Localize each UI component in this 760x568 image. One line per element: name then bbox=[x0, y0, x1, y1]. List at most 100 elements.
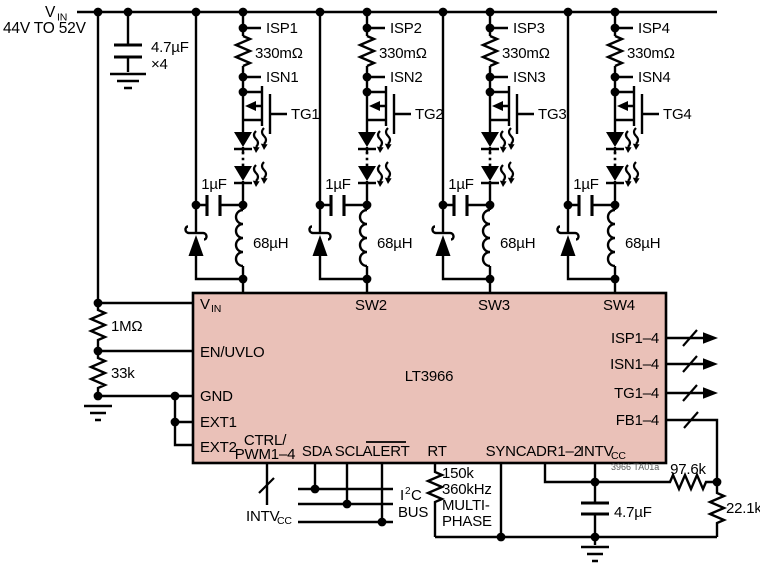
bus-slash bbox=[258, 477, 275, 494]
divider-wire bbox=[87, 12, 109, 396]
led-light-rays bbox=[624, 127, 640, 153]
sense-resistor-value: 330mΩ bbox=[502, 45, 550, 62]
sense-resistor bbox=[232, 34, 254, 68]
isp-bus-arrow bbox=[703, 332, 718, 344]
led bbox=[234, 166, 252, 181]
sense-resistor-value: 330mΩ bbox=[255, 45, 303, 62]
rt-freq: 360kHz bbox=[442, 481, 492, 498]
light-ray bbox=[260, 161, 268, 179]
pin-intvcc-sub: CC bbox=[611, 450, 626, 462]
pin-pwm: PWM1–4 bbox=[235, 446, 296, 463]
light-ray bbox=[252, 130, 260, 148]
sense-resistor bbox=[604, 34, 626, 68]
tg-bus-arrow bbox=[703, 387, 718, 399]
fb-r2-value: 22.1k bbox=[726, 500, 760, 517]
light-ray bbox=[507, 127, 515, 145]
led-light-rays bbox=[624, 161, 640, 187]
light-ray-arrow bbox=[376, 180, 384, 187]
sense-resistor bbox=[356, 34, 378, 68]
schottky-diode bbox=[188, 235, 204, 256]
schottky-diode bbox=[560, 235, 576, 256]
pin-ctrl: CTRL/ bbox=[244, 432, 287, 449]
light-ray-arrow bbox=[376, 146, 384, 153]
pin-en-uvlo: EN/UVLO bbox=[200, 344, 264, 361]
led bbox=[358, 166, 376, 181]
light-ray bbox=[507, 161, 515, 179]
tg-net-label: TG4 bbox=[663, 106, 692, 123]
right-bus-outputs bbox=[666, 329, 719, 482]
inductor-value: 68µH bbox=[253, 235, 288, 252]
light-ray-arrow bbox=[252, 180, 260, 187]
led-light-rays bbox=[376, 127, 392, 153]
pwm-net-label: INTV bbox=[246, 508, 280, 525]
sw-pin-label: SW4 bbox=[603, 297, 635, 314]
light-ray bbox=[632, 161, 640, 179]
led bbox=[606, 132, 624, 147]
fb-bus-wire bbox=[666, 418, 719, 482]
schottky-curls bbox=[184, 225, 208, 241]
input-capacitor bbox=[114, 43, 142, 59]
bus-slash bbox=[682, 355, 698, 373]
junction-dot bbox=[377, 517, 387, 527]
sw-pin-label: SW2 bbox=[355, 297, 387, 314]
inductor-value: 68µH bbox=[500, 235, 535, 252]
light-ray bbox=[384, 161, 392, 179]
sense-resistor bbox=[479, 34, 501, 68]
pin-sync: SYNC bbox=[486, 443, 527, 460]
light-ray bbox=[252, 164, 260, 182]
light-ray-arrow bbox=[260, 177, 268, 184]
led bbox=[234, 132, 252, 147]
light-ray bbox=[376, 164, 384, 182]
pin-adr: ADR1–2 bbox=[526, 443, 582, 460]
input-supply: V IN 44V TO 52V 4.7µF ×4 bbox=[3, 4, 717, 90]
input-cap-qty: ×4 bbox=[151, 56, 168, 73]
intvcc-capacitor bbox=[581, 501, 609, 516]
sw-node-dot bbox=[238, 274, 248, 284]
mosfet-body-arrow bbox=[369, 101, 380, 111]
diode-branch-wire-bottom bbox=[318, 256, 367, 281]
junction-dot bbox=[93, 391, 103, 401]
pin-ext2: EXT2 bbox=[200, 439, 237, 456]
tg-net-label: TG3 bbox=[538, 106, 567, 123]
light-ray-arrow bbox=[632, 143, 640, 150]
led-light-rays bbox=[376, 161, 392, 187]
sense-resistor-value: 330mΩ bbox=[627, 45, 675, 62]
inductor bbox=[606, 208, 616, 268]
junction-dot bbox=[362, 200, 372, 210]
sw-node-dot bbox=[485, 274, 495, 284]
pin-wires bbox=[98, 301, 193, 398]
pin-alert: ALERT bbox=[362, 443, 409, 460]
output-capacitor bbox=[329, 195, 346, 216]
sw-pin-label: SW3 bbox=[478, 297, 510, 314]
isp-net-label: ISP3 bbox=[513, 20, 545, 37]
isn-net-label: ISN1 bbox=[266, 69, 299, 86]
junction-dot bbox=[485, 200, 495, 210]
light-ray bbox=[632, 127, 640, 145]
pin-tg-bus: TG1–4 bbox=[614, 385, 659, 402]
sense-resistor-value: 330mΩ bbox=[379, 45, 427, 62]
light-ray bbox=[376, 130, 384, 148]
divider-r2-value: 33k bbox=[111, 365, 135, 382]
sw-node-dot bbox=[362, 274, 372, 284]
i2c-label-c: C bbox=[411, 487, 422, 504]
pin-intvcc: INTV bbox=[580, 443, 614, 460]
light-ray-arrow bbox=[507, 177, 515, 184]
i2c-label-i: I bbox=[400, 487, 404, 504]
junction-dot bbox=[342, 499, 352, 509]
inductor bbox=[358, 208, 368, 268]
led-light-rays bbox=[252, 161, 268, 187]
light-ray-arrow bbox=[624, 146, 632, 153]
led bbox=[606, 166, 624, 181]
vin-label-sub: IN bbox=[57, 12, 67, 24]
mosfet-body-arrow bbox=[492, 101, 503, 111]
pwm-net-label-sub: CC bbox=[277, 515, 292, 527]
divider-r1-value: 1MΩ bbox=[111, 318, 142, 335]
output-capacitor bbox=[577, 195, 594, 216]
vin-label: V bbox=[45, 4, 56, 21]
ic-part-number: LT3966 bbox=[405, 368, 454, 385]
diode-branch-wire-bottom bbox=[441, 256, 490, 281]
junction-dot bbox=[496, 532, 506, 542]
i2c-label-bus: BUS bbox=[398, 504, 428, 521]
